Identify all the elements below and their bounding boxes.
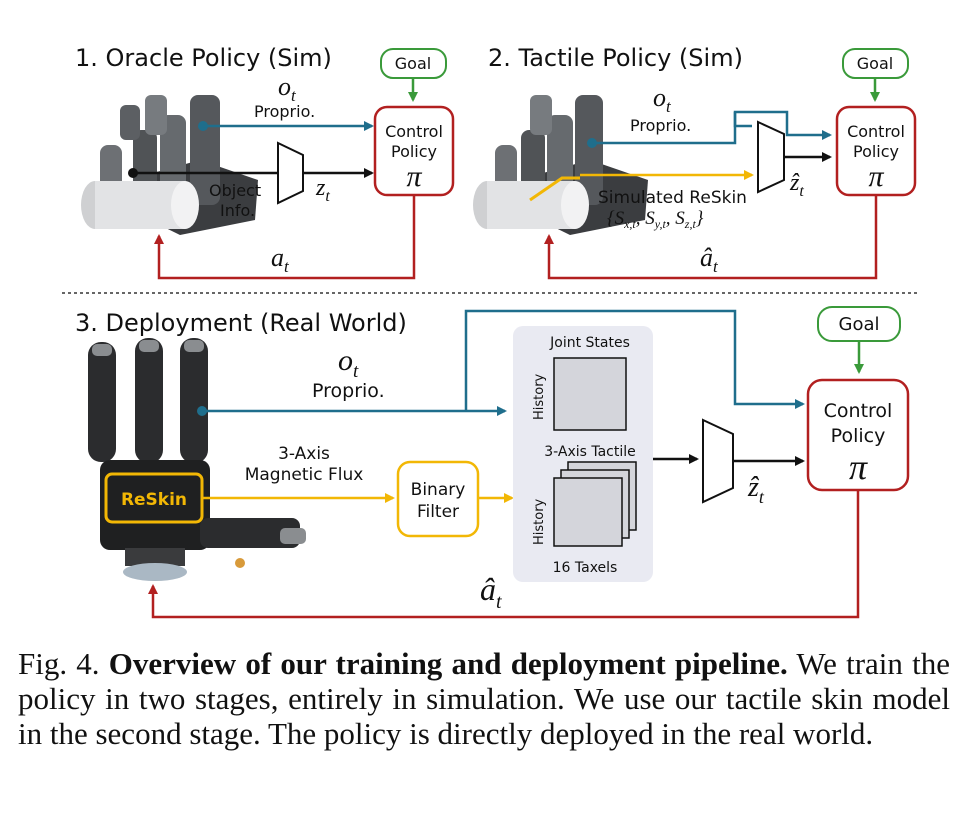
goal-label-3: Goal: [839, 314, 880, 335]
proprio-branch-2: [733, 112, 752, 128]
figure-caption: Fig. 4. Overview of our training and dep…: [18, 646, 950, 751]
simulated-reskin-label: Simulated ReSkin: [598, 188, 747, 208]
panel-oracle-policy: 1. Oracle Policy (Sim) ot Proprio. Objec…: [75, 44, 455, 280]
obs-label-2: ot: [653, 83, 672, 116]
real-hand-image: [88, 338, 306, 581]
control-label-2: Control: [847, 122, 905, 141]
encoder-3: [702, 418, 734, 504]
caption-bold: Overview of our training and deployment …: [108, 646, 788, 681]
panel-tactile-policy: 2. Tactile Policy (Sim) ot Proprio. Simu…: [473, 44, 917, 280]
action-arrow-3: [148, 490, 860, 619]
caption-label: Fig. 4.: [18, 646, 100, 681]
proprio-label-3: Proprio.: [312, 380, 385, 402]
panel-deployment: 3. Deployment (Real World) ReSkin ot Pro…: [75, 306, 910, 619]
policy-label-3: Policy: [831, 425, 886, 447]
obs-label-3: ot: [338, 344, 359, 382]
panel1-title: 1. Oracle Policy (Sim): [75, 44, 332, 72]
panel2-title: 2. Tactile Policy (Sim): [488, 44, 743, 72]
reskin-label: ReSkin: [121, 490, 187, 510]
sensor-set-label: {Sx,t, Sy,t, Sz,t}: [607, 208, 704, 231]
flux-label-1: 3-Axis: [278, 444, 330, 464]
sim-hand-image-2: [473, 95, 648, 235]
proprio-arrow-2: [592, 110, 832, 145]
tactile-grid-front: [553, 477, 623, 547]
goal-label-2: Goal: [857, 54, 893, 73]
taxels-label: 16 Taxels: [553, 560, 618, 576]
pi-label-1: π: [406, 160, 422, 193]
control-label-1: Control: [385, 122, 443, 141]
goal-label-1: Goal: [395, 54, 431, 73]
joint-states-label: Joint States: [549, 335, 630, 351]
binary-label-2: Filter: [417, 502, 459, 522]
policy-label-1: Policy: [391, 142, 437, 161]
proprio-label-1: Proprio.: [254, 102, 315, 121]
action-arrow-1: [154, 195, 416, 280]
joint-states-grid: [553, 357, 627, 431]
action-label-1: at: [271, 243, 290, 276]
action-label-2: ât: [700, 243, 719, 276]
pi-label-2: π: [868, 160, 884, 193]
history-label-1: History: [532, 373, 547, 420]
caption-text: We train the policy in two stages, entir…: [18, 646, 950, 751]
control-label-3: Control: [824, 400, 893, 422]
encoder-1: [277, 141, 304, 205]
action-label-3: ât: [480, 571, 502, 613]
pipeline-diagram: 1. Oracle Policy (Sim) ot Proprio. Objec…: [62, 44, 918, 619]
obs-label-1: ot: [278, 72, 297, 105]
binary-label-1: Binary: [411, 480, 466, 500]
proprio-policy-arrow-3: [464, 309, 805, 411]
pi-label-3: π: [849, 447, 868, 487]
encoder-2: [757, 120, 785, 194]
proprio-label-2: Proprio.: [630, 116, 691, 135]
tactile-3axis-label: 3-Axis Tactile: [544, 444, 636, 460]
latent-label-2: ẑt: [789, 170, 804, 200]
object-info-label-2: Info.: [220, 201, 255, 220]
latent-label-3: ẑt: [747, 472, 765, 507]
sim-hand-image-1: [81, 95, 258, 235]
action-arrow-2: [544, 195, 878, 280]
latent-label-1: zt: [315, 175, 330, 205]
policy-label-2: Policy: [853, 142, 899, 161]
object-info-label-1: Object: [209, 181, 261, 200]
history-label-2: History: [532, 498, 547, 545]
flux-label-2: Magnetic Flux: [245, 465, 364, 485]
panel3-title: 3. Deployment (Real World): [75, 309, 407, 337]
